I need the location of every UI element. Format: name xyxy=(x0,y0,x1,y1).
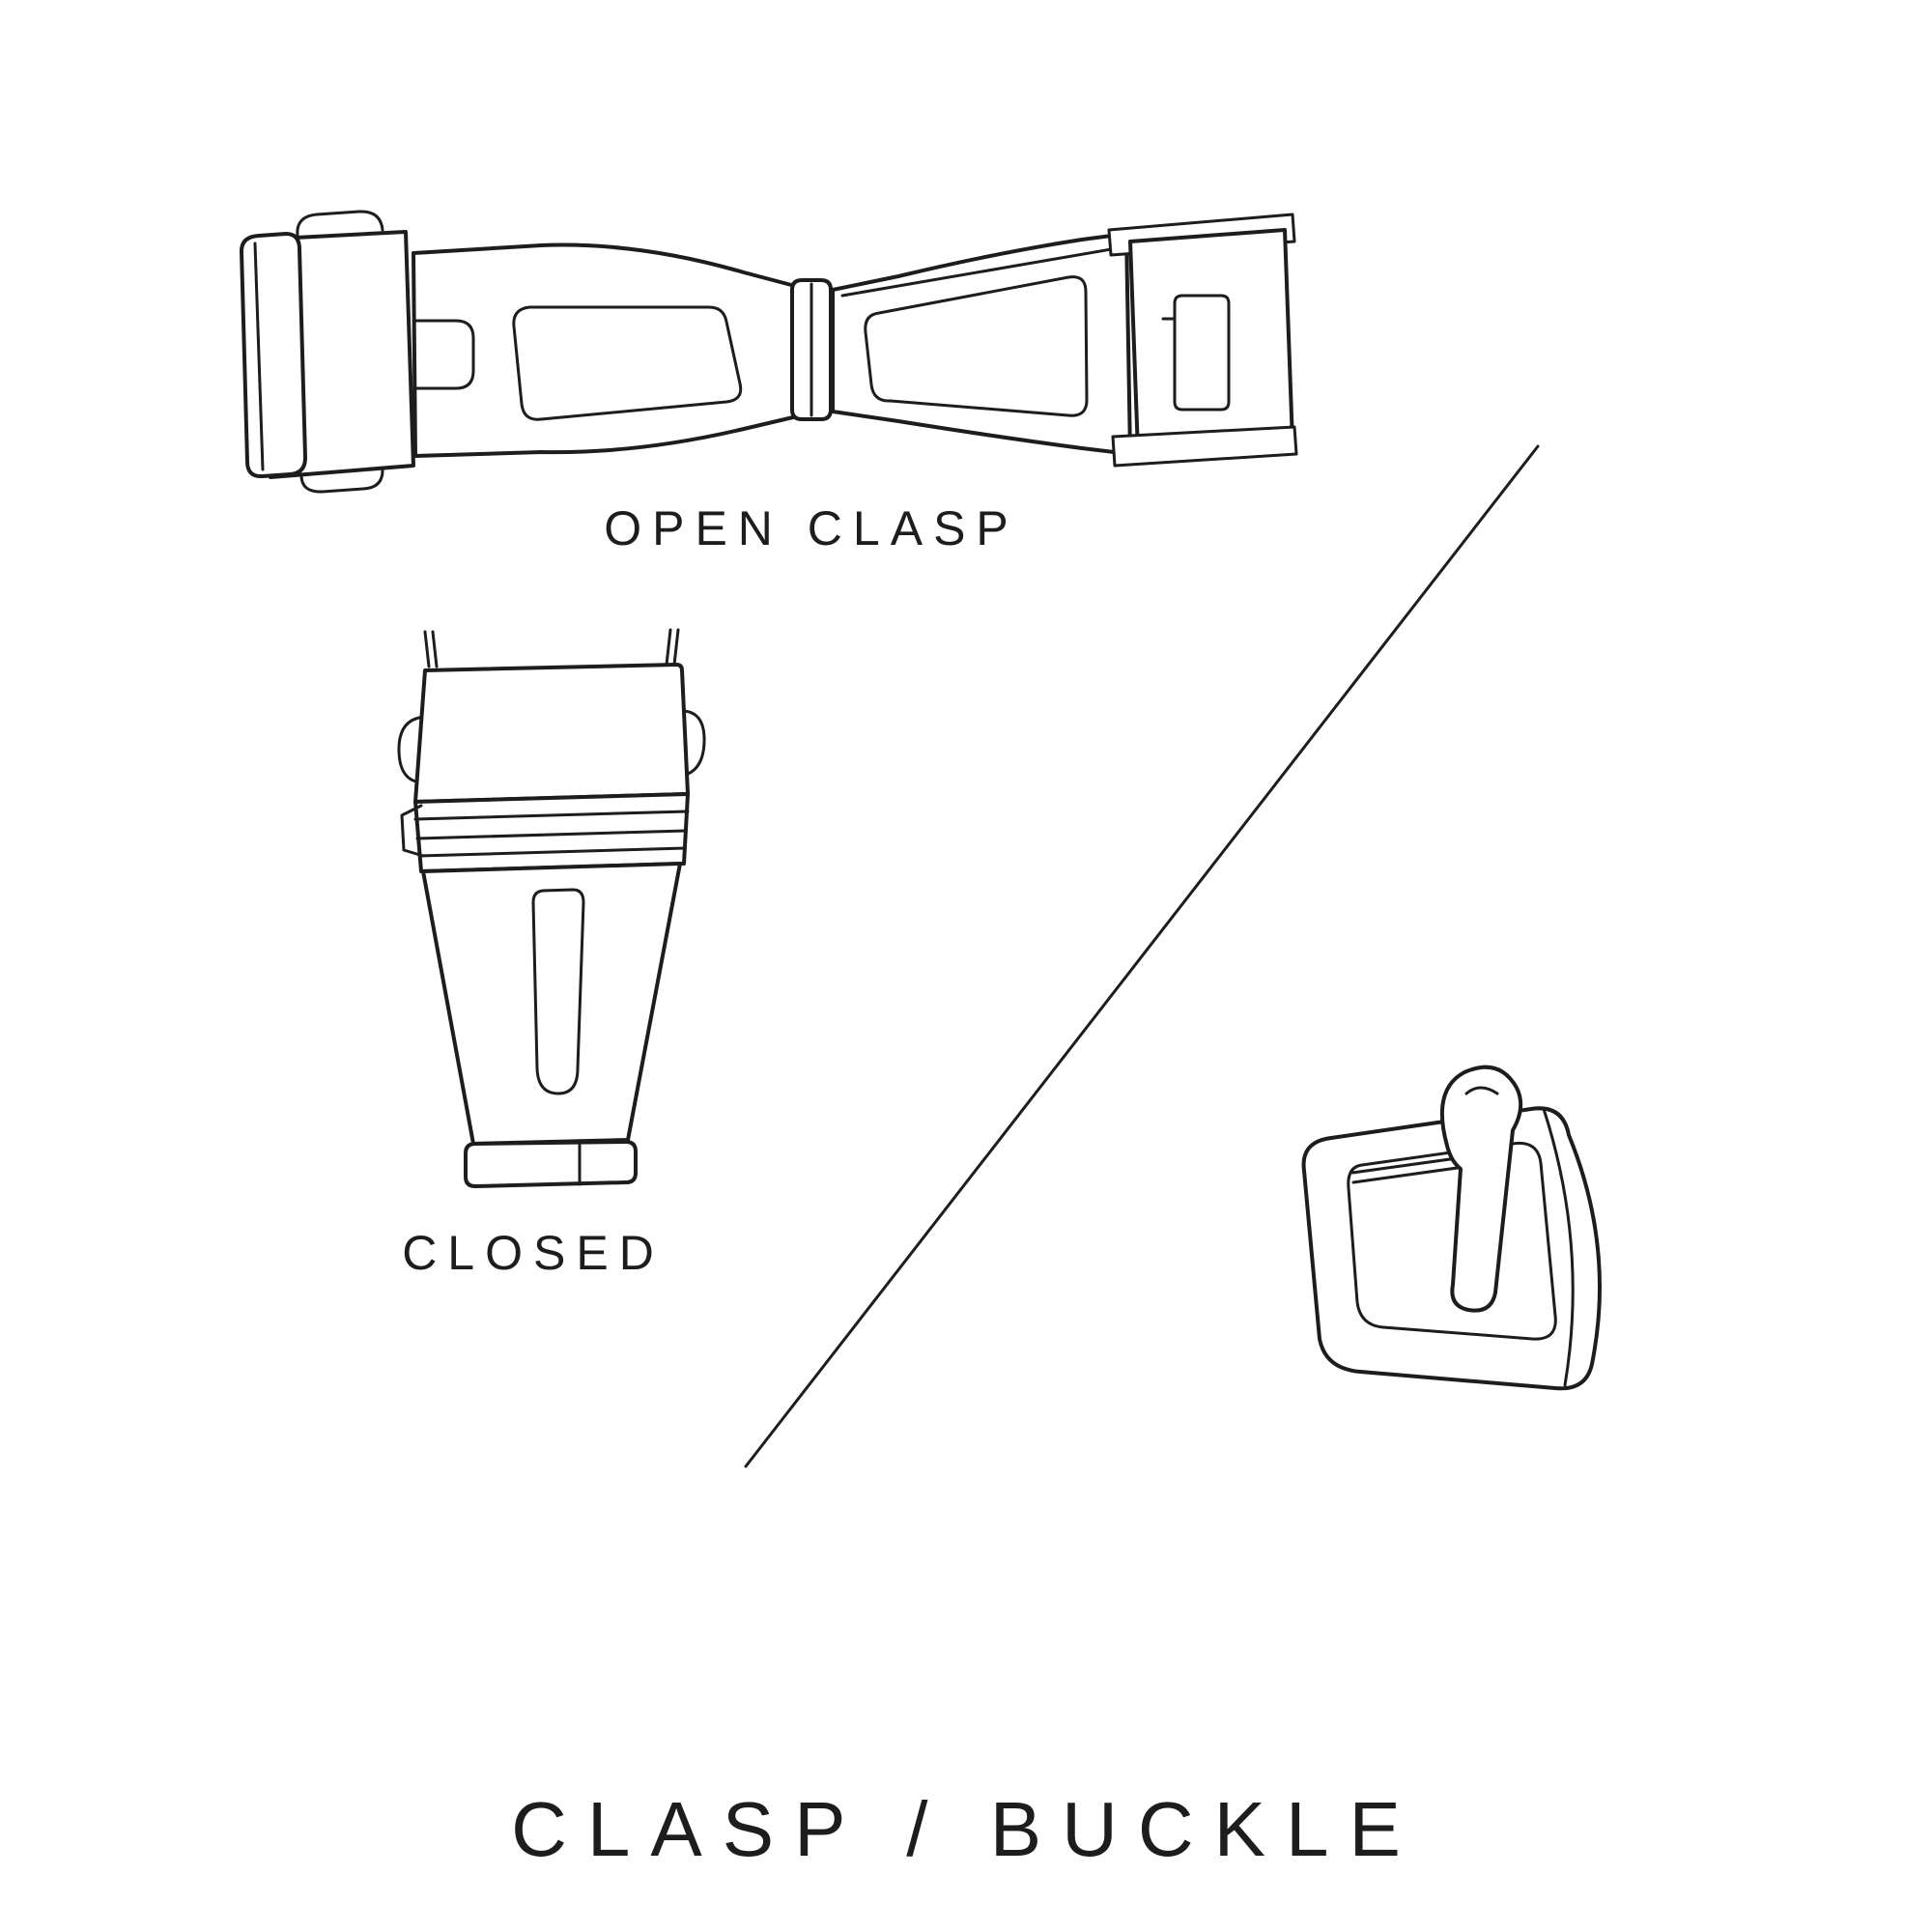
closed-clasp-illustration xyxy=(397,628,706,1188)
clasp-hook xyxy=(1161,294,1231,412)
clasp-hinge xyxy=(790,278,833,421)
clasp-notch xyxy=(413,319,475,390)
open-clasp-illustration xyxy=(240,210,1298,494)
pin-buckle-illustration xyxy=(1301,1065,1602,1391)
buckle-tang xyxy=(1439,1065,1523,1313)
page-title: CLASP / BUCKLE xyxy=(511,1786,1421,1872)
open-clasp-label: OPEN CLASP xyxy=(604,501,1019,555)
diagonal-divider-line xyxy=(744,444,1540,1468)
closed-label: CLOSED xyxy=(402,1226,665,1280)
